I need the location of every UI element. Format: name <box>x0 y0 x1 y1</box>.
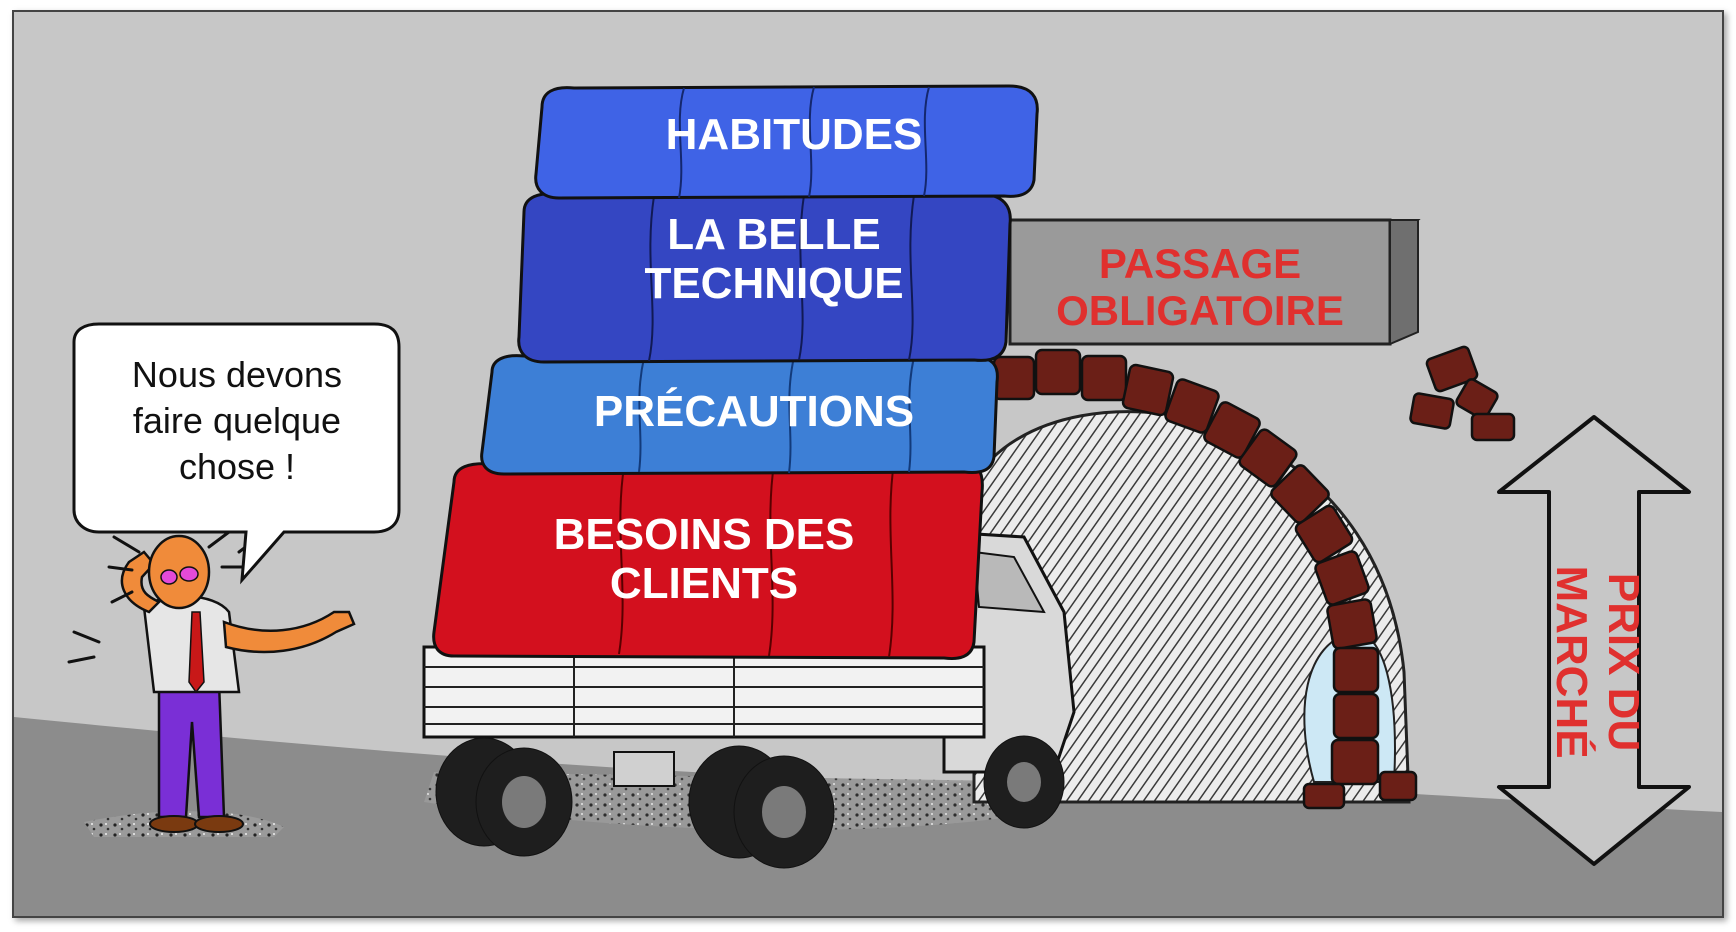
man-head <box>147 534 211 610</box>
label-habitudes: HABITUDES <box>665 110 923 159</box>
truck <box>422 530 1076 869</box>
worried-man <box>67 510 356 833</box>
brick-arch <box>992 345 1516 810</box>
truck-bed <box>422 645 986 739</box>
label-belle-technique: LA BELLE TECHNIQUE <box>644 210 904 309</box>
label-passage-obligatoire: PASSAGE OBLIGATOIRE <box>1056 240 1344 335</box>
bag-precautions <box>480 354 999 476</box>
label-precautions: PRÉCAUTIONS <box>593 387 915 436</box>
speech-bubble-text: Nous devons faire quelque chose ! <box>131 354 343 488</box>
cartoon-scene <box>14 84 1722 916</box>
speech-bubble-shape <box>72 322 401 585</box>
license-plate <box>613 751 675 787</box>
tunnel <box>972 345 1516 810</box>
illustration-frame: HABITUDES LA BELLE TECHNIQUE PRÉCAUTIONS… <box>12 10 1724 918</box>
man-arm-right <box>222 610 356 654</box>
label-prix-du-marche: PRIX DU MARCHÉ <box>1547 565 1648 759</box>
passage-sign <box>1007 218 1421 346</box>
bag-habitudes <box>534 84 1039 200</box>
label-besoins: BESOINS DES CLIENTS <box>553 510 855 609</box>
double-arrow <box>1497 415 1691 866</box>
bag-besoins <box>432 458 984 661</box>
